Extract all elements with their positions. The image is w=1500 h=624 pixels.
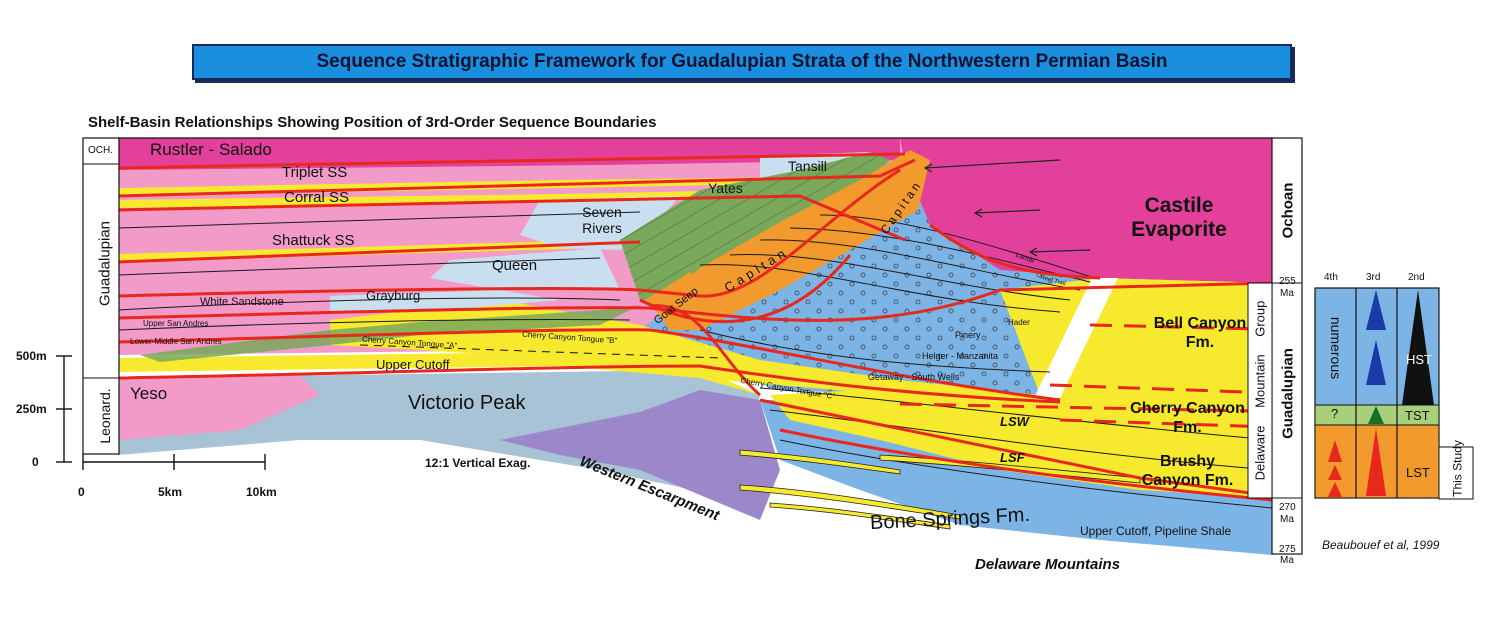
lower-middle-san-andres-label: Lower-Middle San Andres: [130, 337, 222, 346]
age-255: 255: [1279, 276, 1296, 287]
title-banner: Sequence Stratigraphic Framework for Gua…: [192, 44, 1292, 80]
lsf-label: LSF: [1000, 450, 1025, 465]
age-275-ma: Ma: [1280, 555, 1294, 566]
lamar-label: Lamar: [1014, 251, 1036, 266]
age-270-ma: Ma: [1280, 514, 1294, 525]
rustler-salado-band: [118, 138, 900, 170]
upper-cutoff-yellow: [118, 352, 760, 395]
numerous-label: numerous: [1328, 316, 1344, 380]
lsw-label: LSW: [1000, 414, 1029, 429]
scale-250m: 250m: [16, 402, 47, 416]
tst-label: TST: [1405, 408, 1430, 423]
capitan-upper-label: Capitan: [877, 177, 925, 237]
brushy-canyon-label: Brushy Canyon Fm.: [1141, 453, 1234, 489]
getaway-south-wells-label: Getaway - South Wells: [868, 372, 960, 382]
age-275: 275: [1279, 544, 1296, 555]
yates-label: Yates: [708, 180, 743, 196]
age-270: 270: [1279, 502, 1296, 513]
upper-cutoff-pipeline-label: Upper Cutoff, Pipeline Shale: [1080, 524, 1232, 538]
clinoform-lines: [117, 211, 1273, 509]
shelf-dashed-line: [359, 344, 721, 359]
this-study-label: This Study: [1450, 440, 1465, 497]
bell-canyon-label: Bell Canyon Fm.: [1153, 315, 1247, 351]
delaware-mountain-group-label: Delaware Mountain Group: [1252, 300, 1268, 481]
sequence-boundaries: [117, 152, 1273, 502]
hader-label: Hader: [1008, 318, 1030, 327]
delaware-mountains-label: Delaware Mountains: [975, 556, 1121, 573]
seven-rivers-label: Seven Rivers: [582, 204, 622, 236]
western-escarpment-label: Western Escarpment: [577, 452, 722, 525]
cherry-canyon-label: Cherry Canyon Fm.: [1130, 400, 1245, 436]
victorio-peak-label: Victorio Peak: [408, 392, 526, 414]
left-age-column: [82, 137, 120, 455]
carbonate-margin-stripes: [620, 152, 890, 300]
corral-ss-fill: [118, 190, 760, 208]
yeso-label: Yeso: [130, 384, 168, 403]
castile-arrows: [923, 159, 1091, 257]
castile-evaporite-label: Castile Evaporite: [1131, 194, 1227, 241]
och-label: OCH.: [88, 145, 113, 156]
bell-canyon-fill: [770, 278, 1272, 498]
hst-label: HST: [1406, 352, 1432, 367]
bone-springs-label: Bone Springs Fm.: [869, 503, 1031, 535]
scale-0m: 0: [32, 455, 39, 469]
queen-label: Queen: [492, 257, 538, 274]
delaware-group-column: [1247, 282, 1273, 499]
tansill-label: Tansill: [788, 158, 827, 174]
figure-subtitle: Shelf-Basin Relationships Showing Positi…: [88, 114, 657, 131]
upper-san-andres-label: Upper San Andres: [143, 319, 209, 328]
capitan-label: Capitan: [721, 243, 792, 296]
order-panel: [1314, 287, 1474, 500]
scale-bars: [56, 355, 266, 470]
grayburg-fill: [330, 290, 560, 312]
order-header-4th: 4th: [1324, 272, 1338, 283]
slope-dots: [650, 165, 1100, 400]
goat-seep-label: Goat Seep: [651, 285, 701, 327]
corral-ss-label: Corral SS: [284, 189, 350, 206]
order-header-3rd: 3rd: [1366, 272, 1381, 283]
western-escarpment-fill: [500, 390, 780, 520]
pinery-label: Pinery: [955, 330, 981, 340]
cherry-canyon-tongue-a-label: Cherry Canyon Tongue "A": [361, 334, 458, 351]
guadalupian-left-label: Guadalupian: [96, 220, 114, 307]
white-sandstone-label: White Sandstone: [200, 296, 284, 308]
shattuck-ss-label: Shattuck SS: [272, 232, 355, 249]
scale-500m: 500m: [16, 349, 47, 363]
scale-5km: 5km: [158, 485, 183, 499]
reef-trail-label: Reef Trail: [1039, 274, 1067, 288]
white-wedge: [1034, 278, 1118, 398]
question-label: ?: [1331, 406, 1339, 421]
yeso-fill: [118, 376, 320, 440]
vertical-exaggeration-label: 12:1 Vertical Exag.: [425, 456, 531, 470]
age-255-ma: Ma: [1280, 288, 1294, 299]
grayburg-label: Grayburg: [366, 288, 421, 303]
scale-10km: 10km: [246, 485, 277, 499]
helger-manzanita-label: Helger - Manzanita: [922, 351, 999, 361]
upper-cutoff-label: Upper Cutoff: [376, 357, 450, 372]
citation: Beaubouef et al, 1999: [1322, 538, 1440, 552]
cherry-canyon-tongue-c-label: Cherry Canyon Tongue "C": [739, 375, 836, 402]
guadalupian-right-label: Guadalupian: [1279, 348, 1297, 439]
figure-title: Sequence Stratigraphic Framework for Gua…: [316, 51, 1168, 72]
scale-0km: 0: [78, 485, 85, 499]
lst-label: LST: [1406, 465, 1430, 480]
order-header-2nd: 2nd: [1408, 272, 1425, 283]
leonard-label: Leonard.: [97, 388, 113, 444]
ochoan-label: Ochoan: [1279, 182, 1297, 239]
triplet-ss-label: Triplet SS: [282, 164, 348, 181]
rustler-salado-label: Rustler - Salado: [150, 140, 272, 159]
cherry-canyon-tongue-b-label: Cherry Canyon Tongue "B": [521, 329, 618, 346]
